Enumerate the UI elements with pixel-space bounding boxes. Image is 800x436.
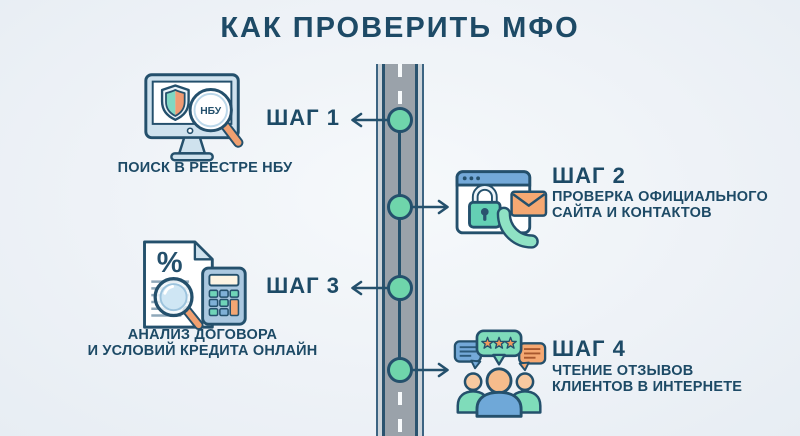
timeline-connector-line [398, 120, 401, 370]
step2-caption-line1: ПРОВЕРКА ОФИЦИАЛЬНОГО [552, 189, 768, 205]
step1-caption: ПОИСК В РЕЕСТРЕ НБУ [117, 160, 293, 176]
step1-label: ШАГ 1 [266, 105, 340, 130]
step4-caption-line2: КЛИЕНТОВ В ИНТЕРНЕТЕ [552, 378, 743, 395]
step3-caption-line1: АНАЛИЗ ДОГОВОРА [127, 327, 278, 343]
contract-calculator-icon: % [143, 240, 247, 331]
step3-label: ШАГ 3 [266, 273, 340, 298]
step2-caption-line2: САЙТА И КОНТАКТОВ [552, 204, 712, 221]
step3-marker-dot [387, 275, 413, 301]
customer-reviews-people-icon [453, 329, 547, 418]
secure-site-contacts-icon [455, 170, 548, 249]
monitor-shield-magnifier-icon: НБУ [144, 73, 244, 162]
step3-caption: АНАЛИЗ ДОГОВОРА И УСЛОВИЙ КРЕДИТА ОНЛАЙН [60, 327, 345, 359]
step4-label: ШАГ 4 [552, 336, 626, 361]
step2-label: ШАГ 2 [552, 163, 626, 188]
step4-marker-dot [387, 357, 413, 383]
percent-sign: % [157, 247, 183, 279]
road-dashed-line-bottom [398, 392, 402, 436]
road-dashed-line-top [398, 64, 402, 108]
step2-caption: ПРОВЕРКА ОФИЦИАЛЬНОГО САЙТА И КОНТАКТОВ [552, 189, 768, 221]
step1-marker-dot [387, 107, 413, 133]
step4-caption-line1: ЧТЕНИЕ ОТЗЫВОВ [552, 363, 694, 379]
magnifier-label: НБУ [200, 106, 222, 117]
step3-caption-line2: И УСЛОВИЙ КРЕДИТА ОНЛАЙН [87, 342, 318, 359]
step4-caption: ЧТЕНИЕ ОТЗЫВОВ КЛИЕНТОВ В ИНТЕРНЕТЕ [552, 363, 743, 395]
step2-marker-dot [387, 194, 413, 220]
page-title: КАК ПРОВЕРИТЬ МФО [220, 12, 580, 44]
